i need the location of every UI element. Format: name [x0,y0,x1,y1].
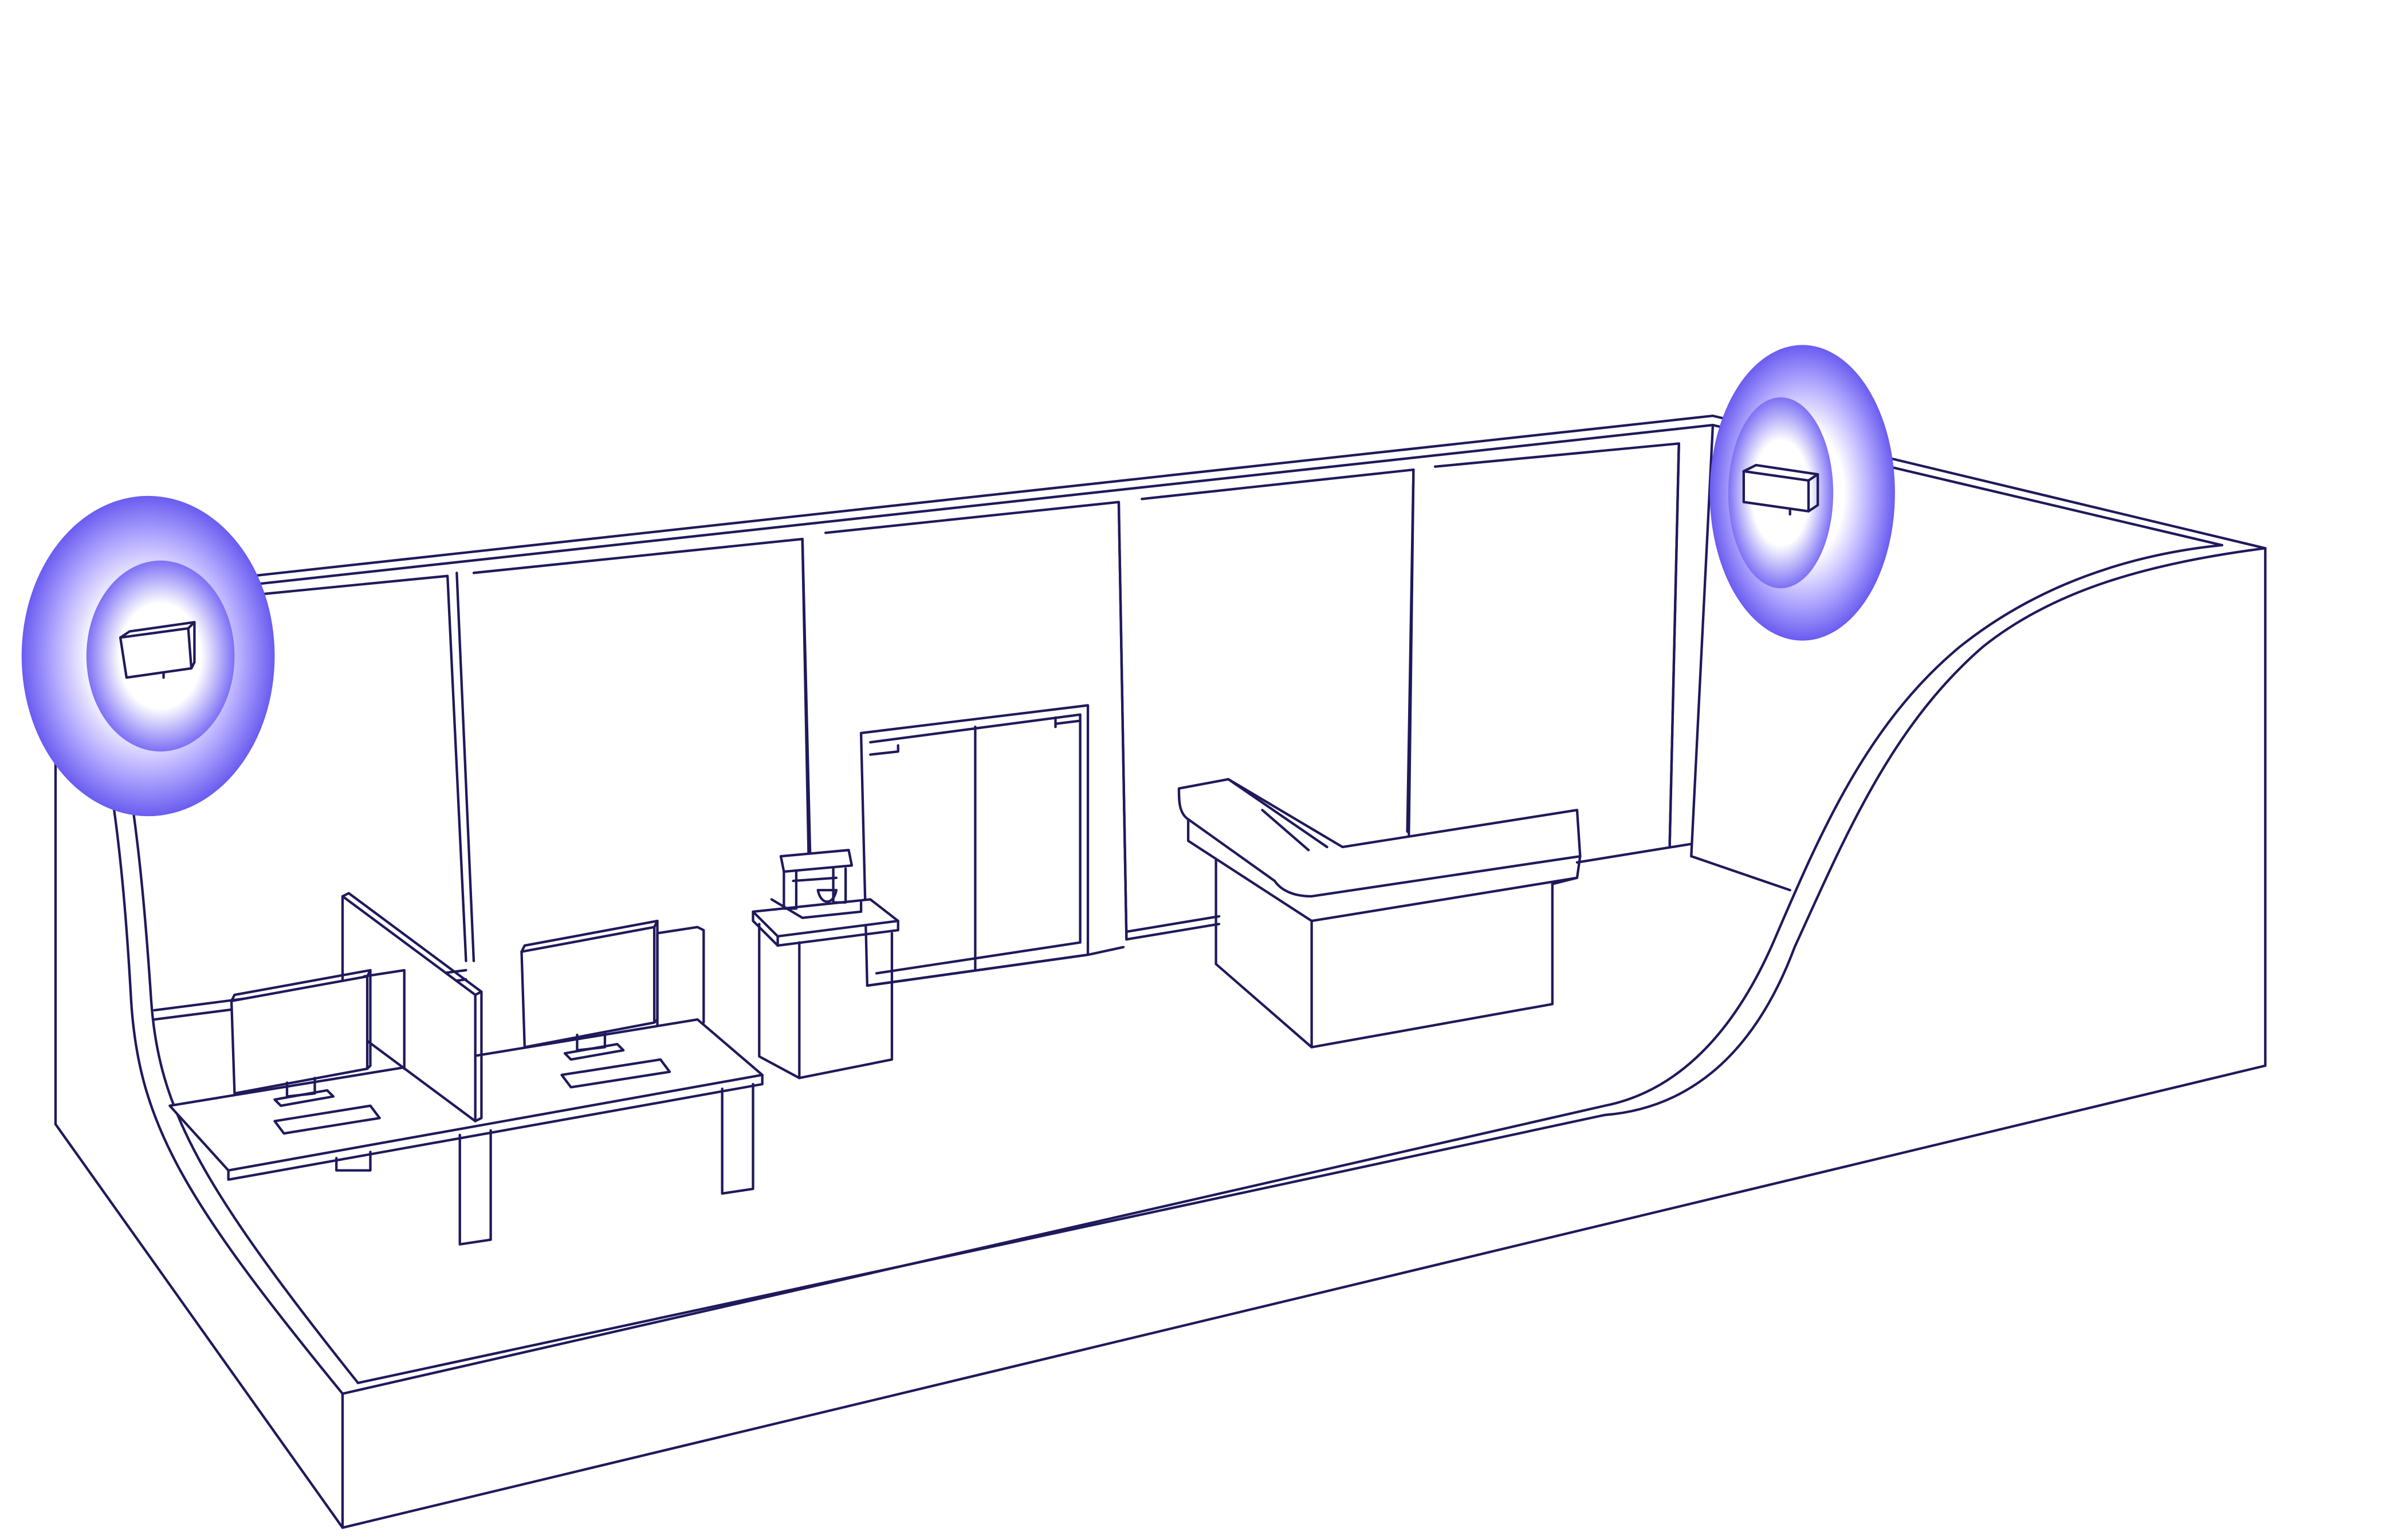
wall-device-left [21,495,275,817]
double-door [859,704,1125,987]
desk-with-two-workstations [168,892,764,1246]
back-wall-windows [76,424,1791,1021]
wall-device-right [1709,345,1895,641]
reception-counter [1177,778,1582,1049]
coffee-station [752,849,899,1080]
building-shell [54,414,2267,1529]
